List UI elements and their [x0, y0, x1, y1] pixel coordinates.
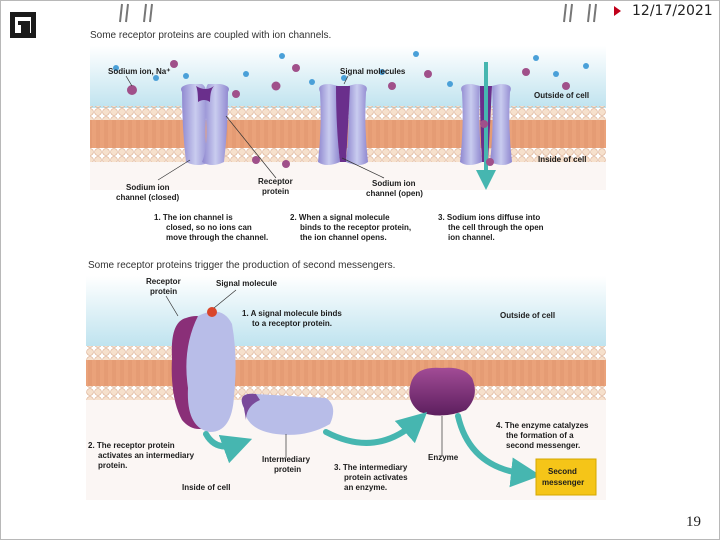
label-channel-closed-2: channel (closed) [116, 193, 179, 202]
logo-icon [10, 12, 36, 38]
bottom-step-2: 2. The receptor protein activates an int… [88, 441, 196, 470]
leader-lines-top [125, 75, 385, 181]
bottom-panel: Second messenger Receptor protein Signal… [86, 276, 606, 500]
signal-molecules [113, 51, 589, 87]
receptor-diagram: Some receptor proteins are coupled with … [86, 30, 606, 500]
label-sodium-ion: Sodium ion, Na⁺ [108, 67, 170, 76]
label-intermediary-2: protein [274, 465, 301, 474]
slide-page-number: 19 [686, 514, 701, 530]
label-receptor-protein-bottom-2: protein [150, 287, 177, 296]
label-outside-of-cell-top: Outside of cell [534, 91, 589, 100]
second-messenger-box [535, 458, 597, 496]
slide-date: 12/17/2021 [632, 3, 713, 19]
enzyme-shape [409, 367, 475, 416]
header-decoration-right [563, 3, 597, 23]
label-receptor-protein-top-2: protein [262, 187, 289, 196]
label-channel-open-2: channel (open) [366, 189, 423, 198]
label-receptor-protein-top-1: Receptor [258, 177, 293, 186]
label-receptor-protein-bottom-1: Receptor [146, 277, 181, 286]
activation-arrows [203, 411, 541, 488]
intermediary-protein [241, 393, 334, 435]
bottom-step-4: 4. The enzyme catalyzes the formation of… [496, 421, 591, 450]
label-channel-open-1: Sodium ion [372, 179, 416, 188]
top-step-2: 2. When a signal molecule binds to the r… [290, 213, 413, 242]
top-step-1: 1. The ion channel is closed, so no ions… [154, 213, 268, 242]
label-inside-of-cell-bottom: Inside of cell [182, 483, 230, 492]
label-signal-molecules: Signal molecules [340, 67, 406, 76]
label-inside-of-cell-top: Inside of cell [538, 155, 586, 164]
bottom-step-1: 1. A signal molecule binds to a receptor… [242, 309, 344, 328]
header-decoration-left [119, 3, 153, 23]
bottom-step-3: 3. The intermediary protein activates an… [334, 463, 410, 492]
label-outside-of-cell-bottom: Outside of cell [500, 311, 555, 320]
leader-lines-bottom [165, 289, 443, 458]
date-marker-icon [614, 6, 621, 16]
sodium-ions [127, 60, 570, 168]
extracellular-region-bottom [86, 276, 606, 346]
label-intermediary-1: Intermediary [262, 455, 311, 464]
label-second-messenger-2: messenger [542, 478, 584, 487]
ion-channel-closed [181, 84, 229, 165]
top-panel-title: Some receptor proteins are coupled with … [90, 30, 331, 41]
top-panel: Sodium ion, Na⁺ Signal molecules Outside… [90, 46, 606, 242]
signal-molecule-dot [207, 307, 217, 317]
bottom-panel-title: Some receptor proteins trigger the produ… [88, 260, 395, 271]
label-signal-molecule-bottom: Signal molecule [216, 279, 277, 288]
receptor-protein-bottom [171, 307, 236, 432]
label-enzyme: Enzyme [428, 453, 459, 462]
intracellular-region [90, 162, 606, 190]
label-second-messenger-1: Second [548, 467, 577, 476]
label-channel-closed-1: Sodium ion [126, 183, 170, 192]
top-step-3: 3. Sodium ions diffuse into the cell thr… [438, 213, 546, 242]
ion-channel-open [318, 84, 368, 165]
